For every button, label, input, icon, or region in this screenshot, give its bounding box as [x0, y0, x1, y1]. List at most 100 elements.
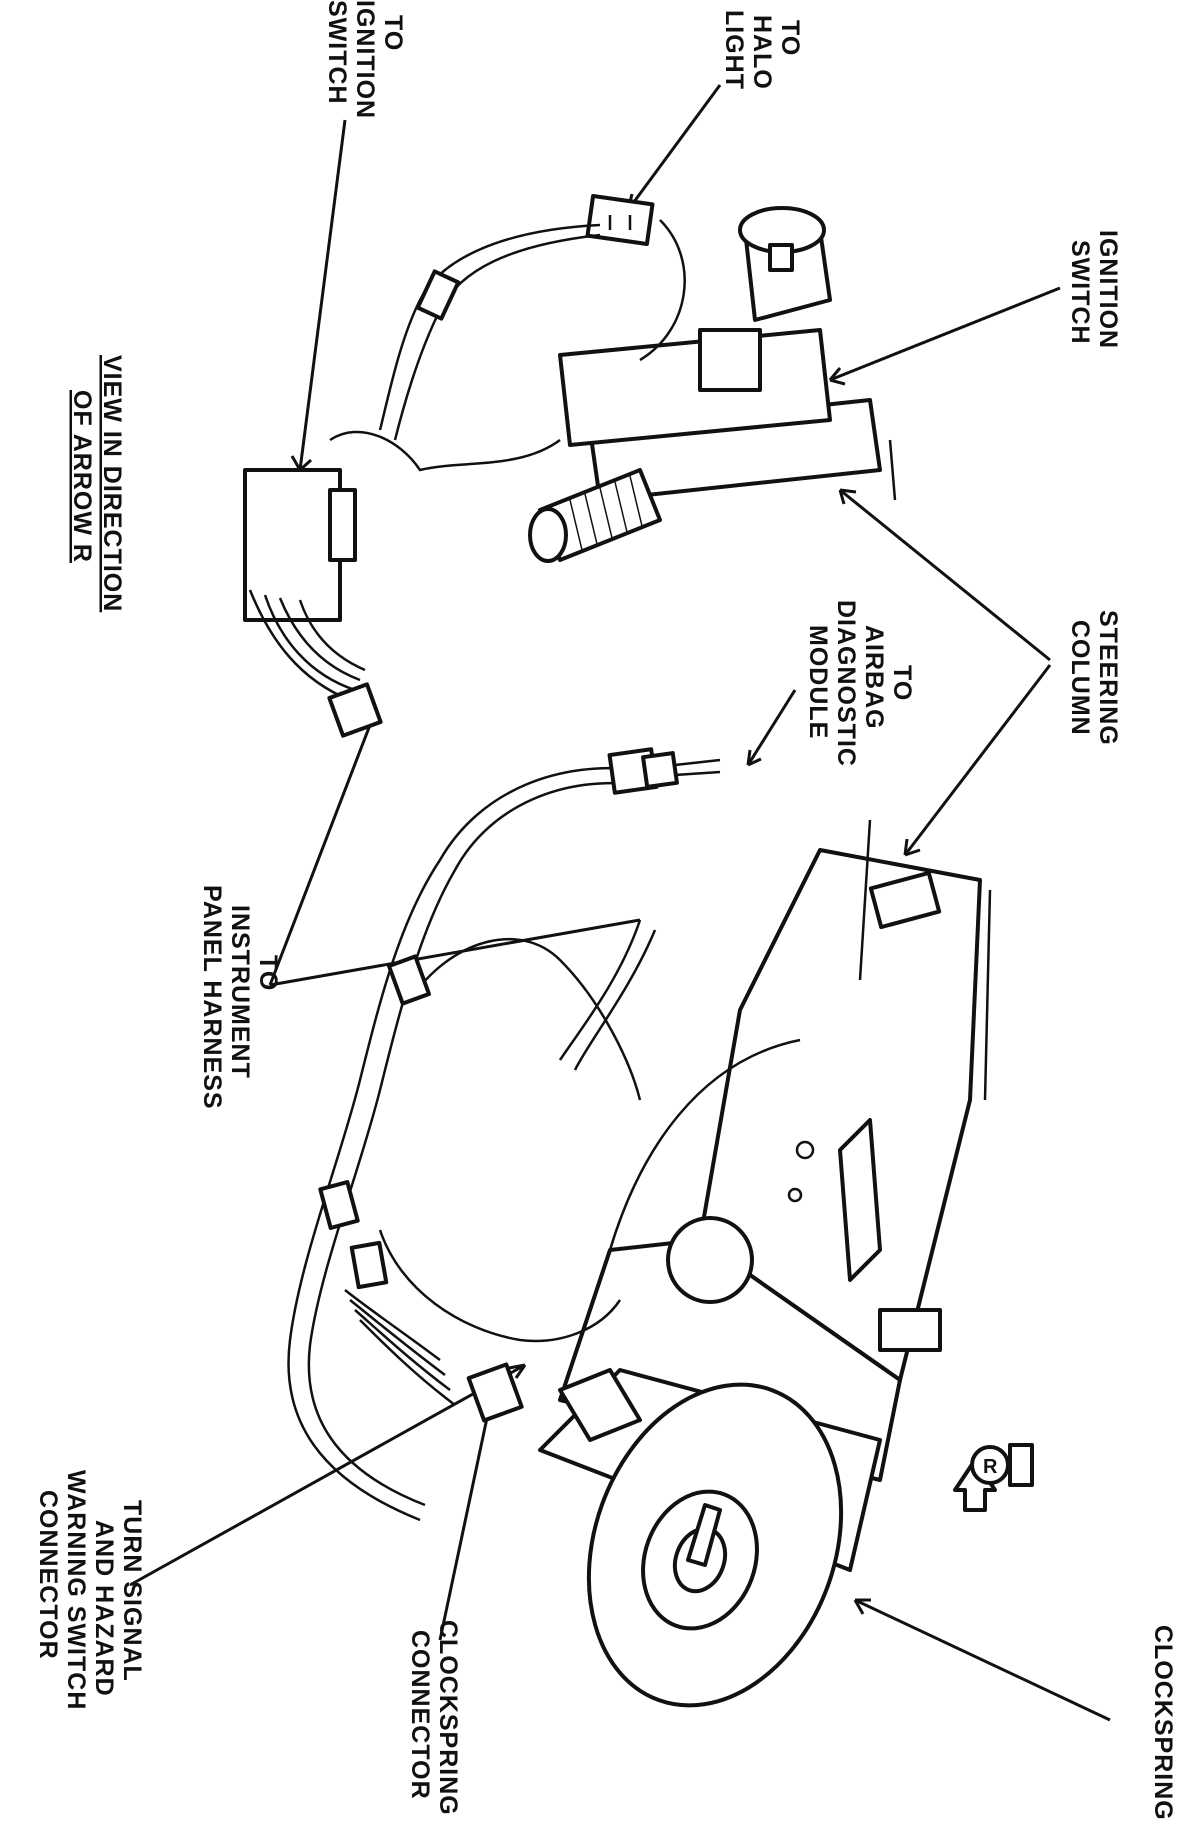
clockspring — [538, 1368, 882, 1708]
column-tube-edge — [888, 439, 897, 501]
svg-text:CLOCKSPRING: CLOCKSPRING — [1149, 1625, 1177, 1821]
instrument-panel-branch — [558, 919, 657, 1071]
leader-steering-column-lower — [903, 664, 1052, 856]
arrowhead — [828, 367, 846, 386]
airbag-leads — [674, 758, 721, 777]
column-contour — [608, 1038, 801, 1251]
label-steering-column: STEERING COLUMN — [1066, 610, 1122, 746]
harness-loop-lower — [378, 1229, 622, 1343]
column-tab — [878, 1308, 942, 1352]
label-line: TO — [776, 20, 804, 56]
clockspring-connector-plug — [558, 1368, 642, 1442]
label-to-halo-light: TO HALO LIGHT — [720, 10, 804, 90]
airbag-harness-outer — [287, 766, 641, 1522]
leader-lines — [129, 84, 1111, 1722]
label-turn-signal-connector: TURN SIGNAL AND HAZARD WARNING SWITCH CO… — [34, 1470, 146, 1710]
label-line: COLUMN — [1066, 620, 1094, 736]
leader-ignition-switch — [829, 286, 1061, 382]
label-line: INSTRUMENT — [226, 905, 254, 1079]
arrowhead — [853, 1598, 871, 1615]
svg-text:LIGHT: LIGHT — [720, 10, 748, 90]
ignition-switch-tab — [768, 243, 794, 272]
svg-text:VIEW IN DIRECTION: VIEW IN DIRECTION — [98, 355, 126, 612]
svg-text:COLUMN: COLUMN — [1066, 620, 1094, 736]
label-to-airbag-diagnostic-module: TO AIRBAG DIAGNOSTIC MODULE — [804, 600, 916, 767]
leader-steering-column-upper — [839, 488, 1051, 662]
harness-clip-c — [349, 1240, 389, 1290]
label-line: HALO — [748, 15, 776, 90]
ignition-harness-body — [243, 468, 342, 622]
label-line: DIAGNOSTIC — [832, 600, 860, 767]
svg-text:TO: TO — [888, 665, 916, 701]
svg-text:TURN SIGNAL: TURN SIGNAL — [118, 1500, 146, 1682]
leader-clockspring — [854, 1598, 1111, 1722]
svg-text:AIRBAG: AIRBAG — [860, 625, 888, 730]
svg-text:CONNECTOR: CONNECTOR — [34, 1490, 62, 1660]
svg-text:MODULE: MODULE — [804, 625, 832, 739]
arrowhead — [508, 1363, 527, 1379]
svg-text:TO: TO — [254, 955, 282, 991]
label-line: IGNITION — [351, 0, 379, 119]
harness-loop-upper — [408, 938, 642, 1101]
arrowhead — [838, 488, 857, 505]
label-line: OF ARROW R — [68, 390, 96, 563]
harness-wires — [248, 589, 366, 702]
airbag-connector-shell — [641, 751, 679, 789]
halo-connector-body — [585, 194, 655, 246]
ignition-harness-connector — [243, 430, 561, 738]
connector-pins — [608, 215, 632, 230]
svg-text:INSTRUMENT: INSTRUMENT — [226, 905, 254, 1079]
svg-text:WARNING SWITCH: WARNING SWITCH — [62, 1470, 90, 1710]
leader-clockspring-connector — [438, 1379, 497, 1641]
label-line: SWITCH — [1066, 240, 1094, 345]
label-line: TO — [379, 15, 407, 51]
label-line: TO — [254, 955, 282, 991]
svg-text:CONNECTOR: CONNECTOR — [406, 1630, 434, 1800]
svg-text:CLOCKSPRING: CLOCKSPRING — [434, 1620, 462, 1816]
halo-light-connector — [378, 194, 686, 441]
leader-to-halo-light — [626, 84, 722, 211]
ignition-switch-block — [698, 328, 762, 392]
svg-text:AND HAZARD: AND HAZARD — [90, 1520, 118, 1697]
svg-text:SWITCH: SWITCH — [1066, 240, 1094, 345]
column-slot — [838, 1118, 882, 1282]
arrowhead — [746, 749, 762, 767]
switch-to-harness-wire — [329, 430, 561, 472]
direction-arrow — [953, 1458, 997, 1512]
svg-text:SWITCH: SWITCH — [323, 0, 351, 105]
harness-clip-a — [387, 954, 431, 1006]
column-round-boss — [666, 1216, 754, 1304]
svg-text:IGNITION: IGNITION — [1094, 230, 1122, 349]
svg-text:TO: TO — [379, 15, 407, 51]
label-line: TO — [888, 665, 916, 701]
label-to-instrument-panel-harness: TO INSTRUMENT PANEL HARNESS — [198, 885, 282, 1110]
knurled-shaft-end — [528, 507, 568, 563]
arrowhead — [903, 838, 921, 857]
label-line: AND HAZARD — [90, 1520, 118, 1697]
svg-text:DIAGNOSTIC: DIAGNOSTIC — [832, 600, 860, 767]
main-harness — [287, 747, 721, 1522]
label-line: PANEL HARNESS — [198, 885, 226, 1110]
label-line: CONNECTOR — [406, 1630, 434, 1800]
column-screw — [795, 1140, 815, 1160]
arrow-r-letter: R — [983, 1456, 998, 1478]
steering-column-assembly — [558, 819, 992, 1482]
svg-text:TO: TO — [776, 20, 804, 56]
svg-text:PANEL HARNESS: PANEL HARNESS — [198, 885, 226, 1110]
turn-signal-wire-bundle — [344, 1289, 456, 1406]
label-line: VIEW IN DIRECTION — [98, 355, 126, 612]
leader-to-ignition-switch — [298, 119, 347, 471]
label-line: TURN SIGNAL — [118, 1500, 146, 1682]
svg-text:STEERING: STEERING — [1094, 610, 1122, 746]
label-line: IGNITION — [1094, 230, 1122, 349]
label-clockspring-connector: CLOCKSPRING CONNECTOR — [406, 1620, 462, 1816]
label-view-in-direction: VIEW IN DIRECTION OF ARROW R — [68, 355, 126, 612]
column-bracket — [868, 870, 942, 930]
arrow-r-marker: R — [953, 1443, 1034, 1512]
label-ignition-switch: IGNITION SWITCH — [1066, 230, 1122, 349]
ignition-switch-assembly — [528, 206, 897, 563]
clockspring-shaft — [686, 1503, 722, 1567]
knurl-pattern — [569, 475, 643, 551]
label-clockspring: CLOCKSPRING — [1149, 1625, 1177, 1821]
